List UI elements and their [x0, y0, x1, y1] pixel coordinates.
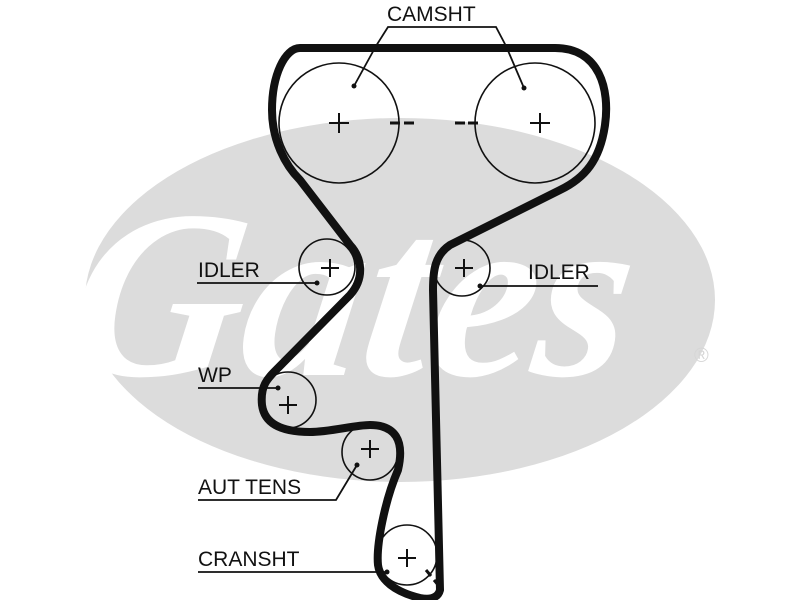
timing-marks	[390, 121, 478, 587]
auto-tensioner-leader	[198, 464, 358, 501]
idler-left-label: IDLER	[198, 259, 260, 282]
idler-right-dot	[477, 283, 483, 289]
camshaft-left-center-icon	[329, 113, 349, 133]
crankshaft-label: CRANSHT	[198, 548, 300, 571]
camshaft-left-dot	[351, 83, 357, 89]
idler-left-center-icon	[321, 259, 339, 277]
camshaft-left-leader	[353, 45, 377, 87]
crankshaft-dot	[384, 569, 390, 575]
idler-right-label: IDLER	[528, 261, 590, 284]
idler-right-center-icon	[455, 259, 473, 277]
camshaft-bracket	[375, 26, 507, 47]
crankshaft-center-icon	[398, 549, 416, 567]
registered-mark: ®	[694, 345, 709, 367]
idler-left-pulley	[298, 238, 356, 296]
auto-tensioner-center-icon	[361, 440, 379, 458]
timing-belt	[257, 44, 611, 600]
camshaft-right-dot	[521, 85, 527, 91]
watermark-oval	[85, 118, 715, 482]
water-pump-dot	[275, 385, 281, 391]
auto-tensioner-dot	[354, 462, 360, 468]
water-pump-label: WP	[198, 364, 232, 387]
auto-tensioner-label: AUT TENS	[198, 476, 301, 499]
pulley-centers	[279, 113, 550, 567]
water-pump-center-icon	[279, 396, 297, 414]
camshaft-label: CAMSHT	[387, 3, 476, 26]
idler-left-dot	[314, 280, 320, 286]
camshaft-right-leader	[505, 45, 525, 89]
camshaft-right-center-icon	[530, 113, 550, 133]
